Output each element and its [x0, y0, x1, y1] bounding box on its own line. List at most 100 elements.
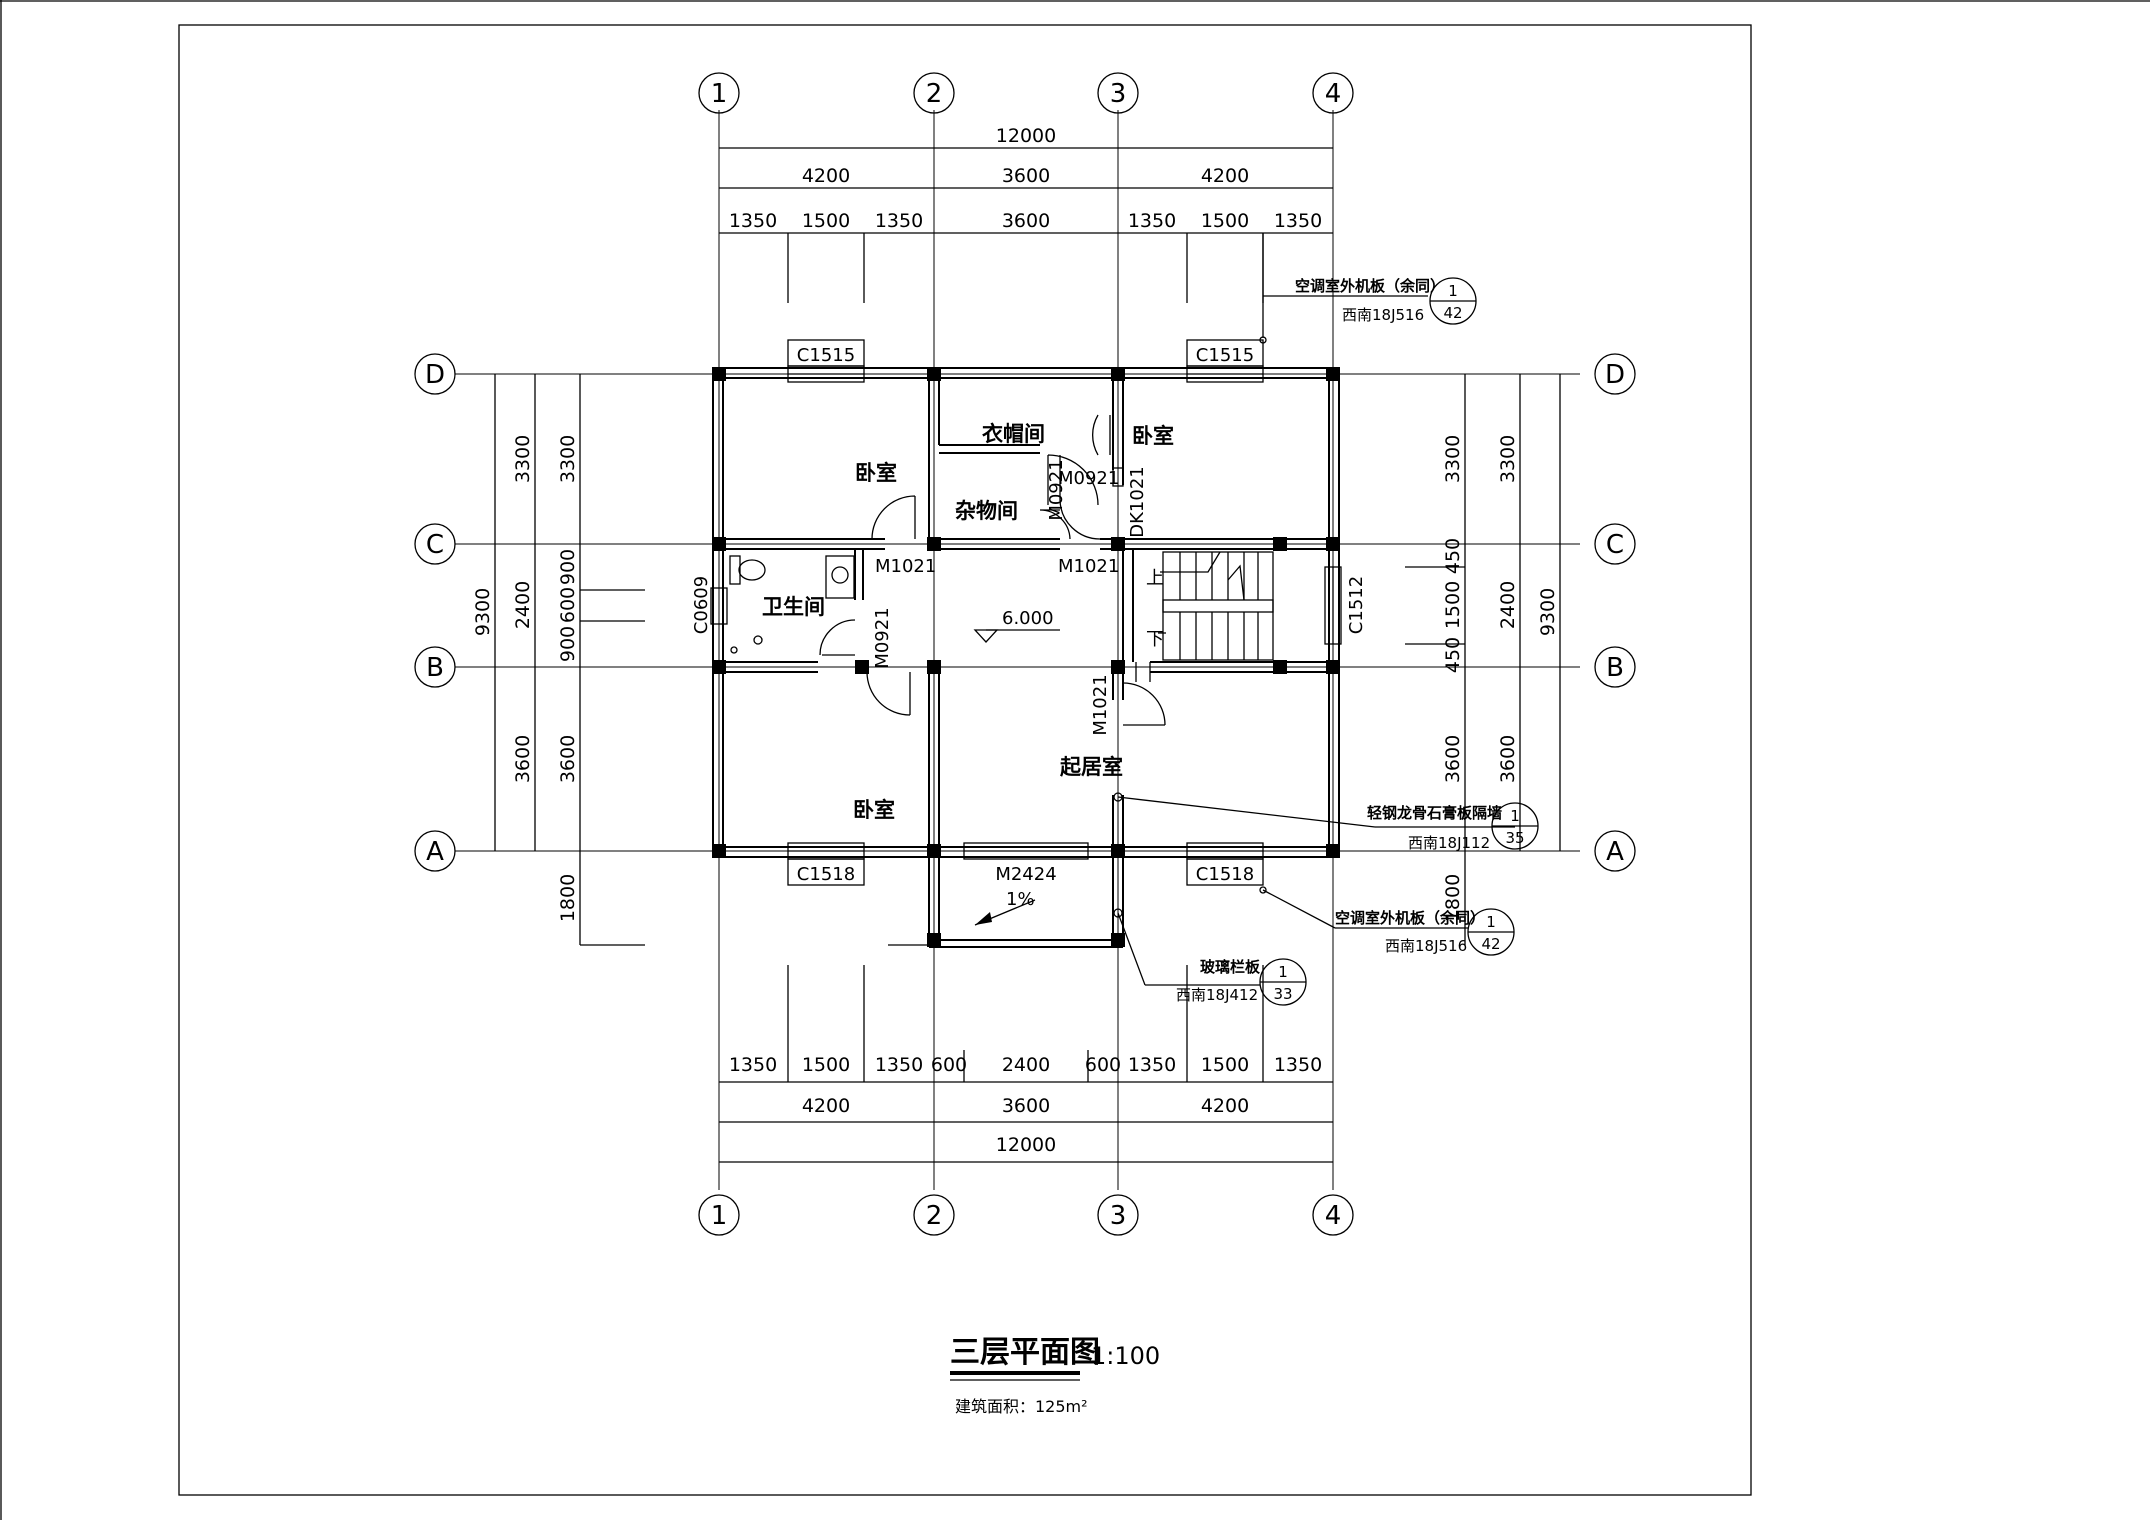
dim-bottom-win-9: 1350 — [1274, 1054, 1322, 1076]
axis-label-left-c: C — [426, 530, 444, 560]
dim-left-inner-5: 3600 — [557, 735, 579, 783]
dim-top-total: 12000 — [996, 125, 1056, 147]
door-tag-m1021-a: M1021 — [875, 556, 936, 577]
dim-top-win-6: 1500 — [1201, 210, 1249, 232]
axis-label-right-c: C — [1606, 530, 1624, 560]
note-partition-den: 35 — [1505, 829, 1524, 847]
stair-up-label: 上 — [1146, 568, 1164, 589]
axis-label-left-b: B — [426, 653, 444, 683]
axis-bubbles-left: D C B A — [414, 353, 456, 872]
windows — [710, 365, 1342, 860]
door-swings — [819, 414, 1166, 726]
dim-top-bay-2: 3600 — [1002, 165, 1050, 187]
dim-bottom-total: 12000 — [996, 1134, 1056, 1156]
door-tag-m0921-c: M0921 — [872, 607, 893, 668]
dim-bottom-win-7: 1350 — [1128, 1054, 1176, 1076]
window-tag-c0609: C0609 — [691, 576, 712, 634]
note-partition: 轻钢龙骨石膏板隔墙 — [1367, 804, 1502, 822]
window-tag-c1515-left: C1515 — [797, 345, 855, 366]
slope-label: 1% — [1006, 889, 1035, 910]
axis-label-right-d: D — [1605, 360, 1625, 390]
dim-bottom-win-3: 1350 — [875, 1054, 923, 1076]
dim-left-inner-1: 3300 — [557, 435, 579, 483]
door-tag-m0921-a: M0921 — [1058, 468, 1119, 489]
elevation-label: 6.000 — [1002, 608, 1054, 629]
note-ac-bottom: 空调室外机板（余同） — [1335, 909, 1485, 927]
dim-top-win-7: 1350 — [1274, 210, 1322, 232]
note-ac-top: 空调室外机板（余同） — [1295, 277, 1445, 295]
axis-bubbles-right: D C B A — [1594, 353, 1636, 872]
dim-bottom-win-6: 600 — [1085, 1054, 1121, 1076]
dim-top-win-2: 1500 — [802, 210, 850, 232]
door-tag-dk1021: DK1021 — [1127, 466, 1148, 537]
dimension-lines — [494, 147, 1561, 1163]
dim-bottom-bay-1: 4200 — [802, 1095, 850, 1117]
axis-bubbles-bottom: 1 2 3 4 — [698, 1194, 1354, 1236]
dim-right-inner-2: 450 — [1442, 538, 1464, 574]
dim-right-inner-4: 450 — [1442, 637, 1464, 673]
axis-label-left-d: D — [425, 360, 445, 390]
dim-right-inner-5: 3600 — [1442, 735, 1464, 783]
dim-bottom-win-1: 1350 — [729, 1054, 777, 1076]
door-tag-m1021-b: M1021 — [1058, 556, 1119, 577]
walls — [712, 367, 1340, 948]
door-tag-m1021-c: M1021 — [1090, 674, 1111, 735]
dim-left-bay-3: 3600 — [512, 735, 534, 783]
dim-bottom-win-8: 1500 — [1201, 1054, 1249, 1076]
dim-left-inner-3: 600 — [557, 587, 579, 623]
note-ac-top-ref: 西南18J516 — [1342, 306, 1424, 324]
dim-bottom-bay-2: 3600 — [1002, 1095, 1050, 1117]
dim-left-inner-4: 900 — [557, 626, 579, 662]
room-bedroom-northeast: 卧室 — [1132, 424, 1174, 448]
note-railing: 玻璃栏板 — [1200, 958, 1261, 976]
door-tag-m0921-b: M0921 — [1046, 459, 1067, 520]
window-tag-c1512: C1512 — [1346, 576, 1367, 634]
dim-bottom-bay-3: 4200 — [1201, 1095, 1249, 1117]
dim-left-inner-2: 900 — [557, 549, 579, 585]
room-bedroom-northwest: 卧室 — [855, 461, 897, 485]
dim-left-total: 9300 — [472, 588, 494, 636]
room-bathroom: 卫生间 — [762, 595, 825, 619]
dim-bottom-win-5: 2400 — [1002, 1054, 1050, 1076]
window-tag-c1518-left: C1518 — [797, 864, 855, 885]
axis-label-bottom-3: 3 — [1110, 1201, 1127, 1231]
dim-right-inner-6: 1800 — [1442, 874, 1464, 922]
dim-left-bay-2: 2400 — [512, 581, 534, 629]
room-closet: 衣帽间 — [982, 422, 1045, 446]
room-storage: 杂物间 — [955, 499, 1018, 523]
dim-right-inner-1: 3300 — [1442, 435, 1464, 483]
staircase — [1158, 551, 1274, 661]
note-ac-bottom-den: 42 — [1481, 935, 1500, 953]
note-partition-num: 1 — [1510, 807, 1520, 825]
axis-bubbles-top: 1 2 3 4 — [698, 72, 1354, 114]
window-tag-c1518-right: C1518 — [1196, 864, 1254, 885]
dim-top-win-5: 1350 — [1128, 210, 1176, 232]
note-railing-ref: 西南18J412 — [1176, 986, 1258, 1004]
stair-down-label: 下 — [1146, 629, 1164, 650]
dim-right-total: 9300 — [1537, 588, 1559, 636]
dim-top-win-1: 1350 — [729, 210, 777, 232]
dim-top-win-3: 1350 — [875, 210, 923, 232]
dim-top-win-4: 3600 — [1002, 210, 1050, 232]
dim-right-inner-3: 1500 — [1442, 581, 1464, 629]
axis-label-bottom-1: 1 — [711, 1201, 728, 1231]
room-living: 起居室 — [1059, 755, 1123, 779]
axis-label-bottom-4: 4 — [1325, 1201, 1342, 1231]
axis-label-top-3: 3 — [1110, 79, 1127, 109]
axis-label-top-2: 2 — [926, 79, 943, 109]
dim-right-bay-3: 3600 — [1497, 735, 1519, 783]
note-ac-top-den: 42 — [1443, 304, 1462, 322]
window-tag-c1515-right: C1515 — [1196, 345, 1254, 366]
window-tag-boxes — [787, 339, 1264, 886]
elevation-mark — [973, 629, 1060, 643]
drawing-frame — [178, 24, 1752, 1496]
note-railing-num: 1 — [1278, 963, 1288, 981]
dim-top-bay-3: 4200 — [1201, 165, 1249, 187]
axis-label-top-4: 4 — [1325, 79, 1342, 109]
note-ac-bottom-num: 1 — [1486, 913, 1496, 931]
axis-label-right-a: A — [1606, 837, 1624, 867]
axis-label-left-a: A — [426, 837, 444, 867]
dim-top-bay-1: 4200 — [802, 165, 850, 187]
dim-right-bay-2: 2400 — [1497, 581, 1519, 629]
